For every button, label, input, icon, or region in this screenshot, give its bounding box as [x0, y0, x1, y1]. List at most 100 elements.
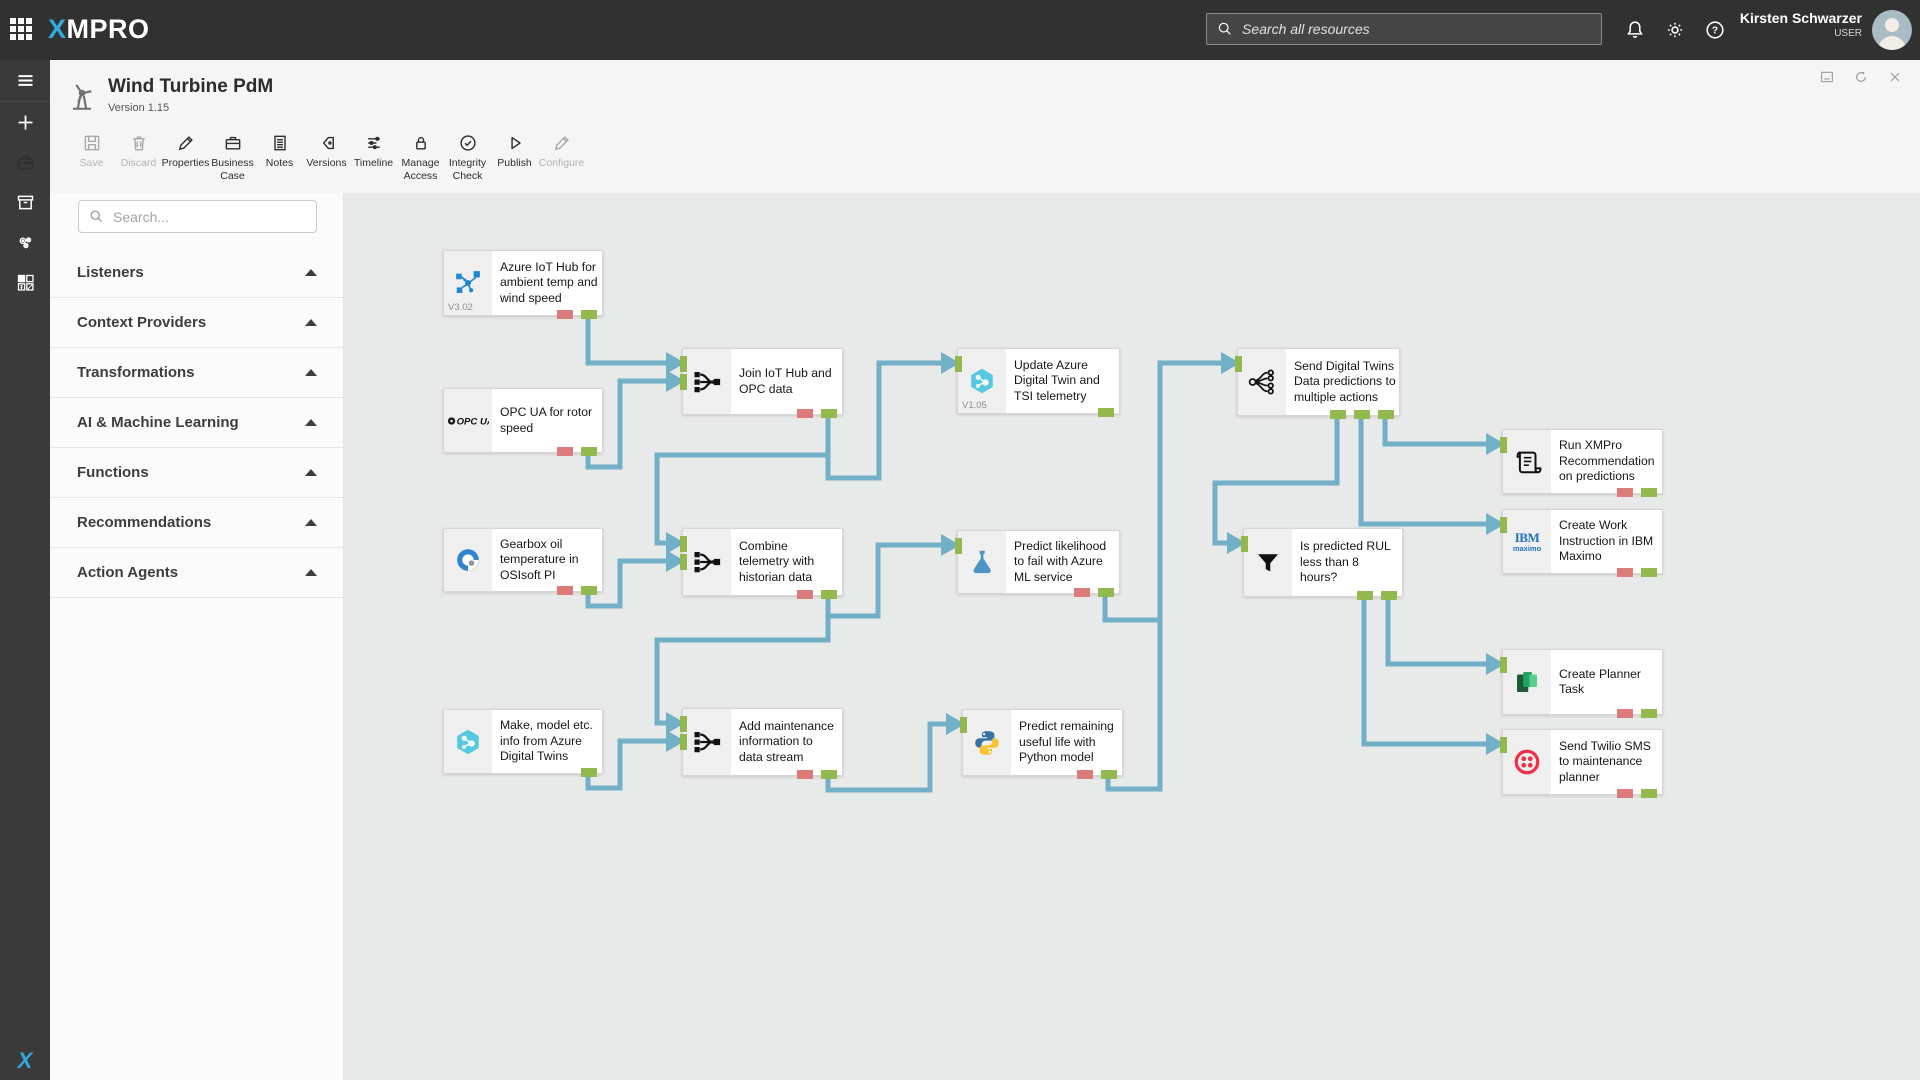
node-iot_hub[interactable]: V3.02 Azure IoT Hub for ambient temp and… — [443, 250, 603, 319]
sidebar-section-listeners[interactable]: Listeners — [50, 248, 344, 298]
input-port[interactable] — [680, 374, 687, 390]
toolbar-timeline-button[interactable]: Timeline — [350, 133, 397, 182]
input-port[interactable] — [1500, 737, 1507, 753]
input-port[interactable] — [955, 538, 962, 554]
input-port[interactable] — [680, 356, 687, 372]
output-port-red[interactable] — [1074, 588, 1090, 597]
output-port-red[interactable] — [797, 770, 813, 779]
output-port-green[interactable] — [581, 768, 597, 777]
input-port[interactable] — [680, 716, 687, 732]
node-gearbox[interactable]: Gearbox oil temperature in OSIsoft PI — [443, 528, 603, 595]
output-port-green[interactable] — [1641, 709, 1657, 718]
input-port[interactable] — [680, 734, 687, 750]
input-port[interactable] — [960, 717, 967, 733]
input-port[interactable] — [1500, 437, 1507, 453]
output-port-green[interactable] — [1354, 410, 1370, 419]
toolbar-notes-button[interactable]: Notes — [256, 133, 303, 182]
sidebar-section-action-agents[interactable]: Action Agents — [50, 548, 344, 598]
output-port-green[interactable] — [1098, 588, 1114, 597]
rail-item-gears[interactable] — [0, 222, 50, 262]
rail-item-archive-box[interactable] — [0, 182, 50, 222]
node-opc_ua[interactable]: OPC UA OPC UA for rotor speed — [443, 388, 603, 456]
restore-window-icon[interactable] — [1818, 68, 1836, 86]
rail-item-widgets-grid[interactable] — [0, 262, 50, 302]
sidebar-section-context-providers[interactable]: Context Providers — [50, 298, 344, 348]
output-port-red[interactable] — [797, 590, 813, 599]
input-port[interactable] — [1241, 536, 1248, 552]
sidebar-section-functions[interactable]: Functions — [50, 448, 344, 498]
output-port-green[interactable] — [1357, 591, 1373, 600]
rail-item-menu[interactable] — [0, 60, 50, 102]
toolbar-integrity-check-button[interactable]: Integrity Check — [444, 133, 491, 182]
bell-icon[interactable] — [1622, 17, 1648, 43]
toolbar-versions-button[interactable]: Versions — [303, 133, 350, 182]
output-port-green[interactable] — [821, 409, 837, 418]
toolbar-configure-button[interactable]: Configure — [538, 133, 585, 182]
gear-icon[interactable] — [1662, 17, 1688, 43]
sidebar-section-ai-machine-learning[interactable]: AI & Machine Learning — [50, 398, 344, 448]
node-combine[interactable]: Combine telemetry with historian data — [680, 528, 843, 599]
output-port-green[interactable] — [1098, 408, 1114, 417]
close-icon[interactable] — [1886, 68, 1904, 86]
help-icon[interactable]: ? — [1702, 17, 1728, 43]
xmpro-x-logo[interactable]: X — [17, 1048, 33, 1073]
input-port[interactable] — [1500, 517, 1507, 533]
output-port-red[interactable] — [1617, 488, 1633, 497]
toolbar-button-label: Properties — [161, 157, 210, 169]
apps-grid-icon[interactable] — [10, 18, 34, 42]
node-rul[interactable]: Is predicted RUL less than 8 hours? — [1241, 528, 1403, 600]
sidebar-search-input[interactable] — [113, 208, 306, 225]
node-label: Create Planner Task — [1559, 666, 1641, 697]
node-planner[interactable]: Create Planner Task — [1500, 649, 1663, 718]
node-add_maint[interactable]: Add maintenance information to data stre… — [680, 708, 843, 779]
node-update_dt[interactable]: V1.05 Update Azure Digital Twin and TSI … — [955, 348, 1120, 417]
output-port-green[interactable] — [821, 770, 837, 779]
node-twilio[interactable]: Send Twilio SMS to maintenance planner — [1500, 729, 1663, 798]
toolbar-properties-button[interactable]: Properties — [162, 133, 209, 182]
output-port-green[interactable] — [581, 310, 597, 319]
output-port-green[interactable] — [1101, 770, 1117, 779]
output-port-green[interactable] — [1378, 410, 1394, 419]
avatar[interactable] — [1872, 10, 1912, 50]
input-port[interactable] — [680, 536, 687, 552]
output-port-red[interactable] — [1617, 789, 1633, 798]
node-predict_ml[interactable]: Predict likelihood to fail with Azure ML… — [955, 530, 1120, 597]
output-port-red[interactable] — [557, 586, 573, 595]
global-search-input[interactable] — [1242, 21, 1591, 37]
input-port[interactable] — [680, 554, 687, 570]
output-port-green[interactable] — [821, 590, 837, 599]
output-port-red[interactable] — [797, 409, 813, 418]
output-port-green[interactable] — [1641, 488, 1657, 497]
refresh-icon[interactable] — [1852, 68, 1870, 86]
output-port-red[interactable] — [1617, 568, 1633, 577]
output-port-green[interactable] — [1330, 410, 1346, 419]
toolbar-manage-access-button[interactable]: Manage Access — [397, 133, 444, 182]
rail-item-plus[interactable] — [0, 102, 50, 142]
output-port-green[interactable] — [1641, 789, 1657, 798]
sidebar-section-recommendations[interactable]: Recommendations — [50, 498, 344, 548]
output-port-green[interactable] — [581, 447, 597, 456]
output-port-red[interactable] — [557, 310, 573, 319]
sidebar-section-transformations[interactable]: Transformations — [50, 348, 344, 398]
node-send_dt[interactable]: Send Digital Twins Data predictions to m… — [1235, 348, 1400, 419]
output-port-red[interactable] — [557, 447, 573, 456]
output-port-green[interactable] — [1641, 568, 1657, 577]
node-make_model[interactable]: Make, model etc. info from Azure Digital… — [443, 709, 603, 777]
toolbar-business-case-button[interactable]: Business Case — [209, 133, 256, 182]
output-port-green[interactable] — [581, 586, 597, 595]
input-port[interactable] — [1235, 356, 1242, 372]
toolbar-publish-button[interactable]: Publish — [491, 133, 538, 182]
node-run_xmpro[interactable]: Run XMPro Recommendation on predictions — [1500, 429, 1663, 497]
rail-item-briefcase[interactable] — [0, 142, 50, 182]
output-port-green[interactable] — [1381, 591, 1397, 600]
toolbar-save-button[interactable]: Save — [68, 133, 115, 182]
node-join[interactable]: Join IoT Hub and OPC data — [680, 348, 843, 418]
input-port[interactable] — [1500, 657, 1507, 673]
output-port-red[interactable] — [1077, 770, 1093, 779]
output-port-red[interactable] — [1617, 709, 1633, 718]
toolbar-discard-button[interactable]: Discard — [115, 133, 162, 182]
user-info[interactable]: Kirsten Schwarzer USER — [1740, 10, 1862, 39]
node-predict_py[interactable]: Predict remaining useful life with Pytho… — [960, 709, 1123, 779]
input-port[interactable] — [955, 356, 962, 372]
